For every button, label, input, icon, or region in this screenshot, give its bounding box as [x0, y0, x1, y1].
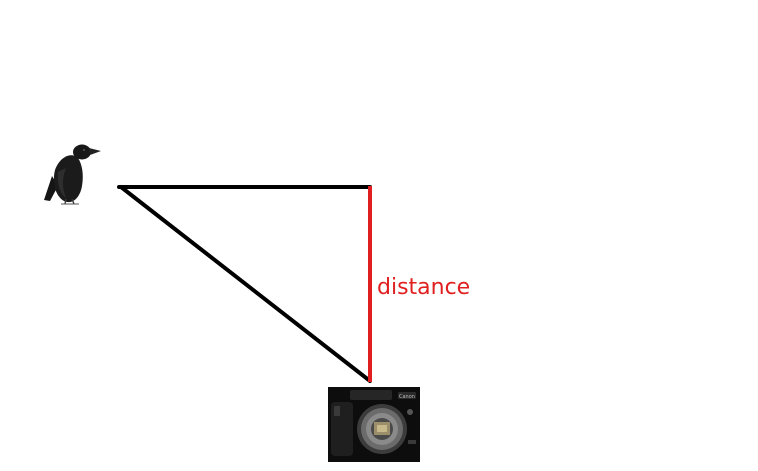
- svg-text:Canon: Canon: [399, 394, 415, 400]
- camera-icon: Canon: [328, 387, 420, 462]
- diagonal-line: [119, 185, 372, 383]
- distance-label: distance: [377, 275, 470, 300]
- crow-icon: [44, 144, 101, 205]
